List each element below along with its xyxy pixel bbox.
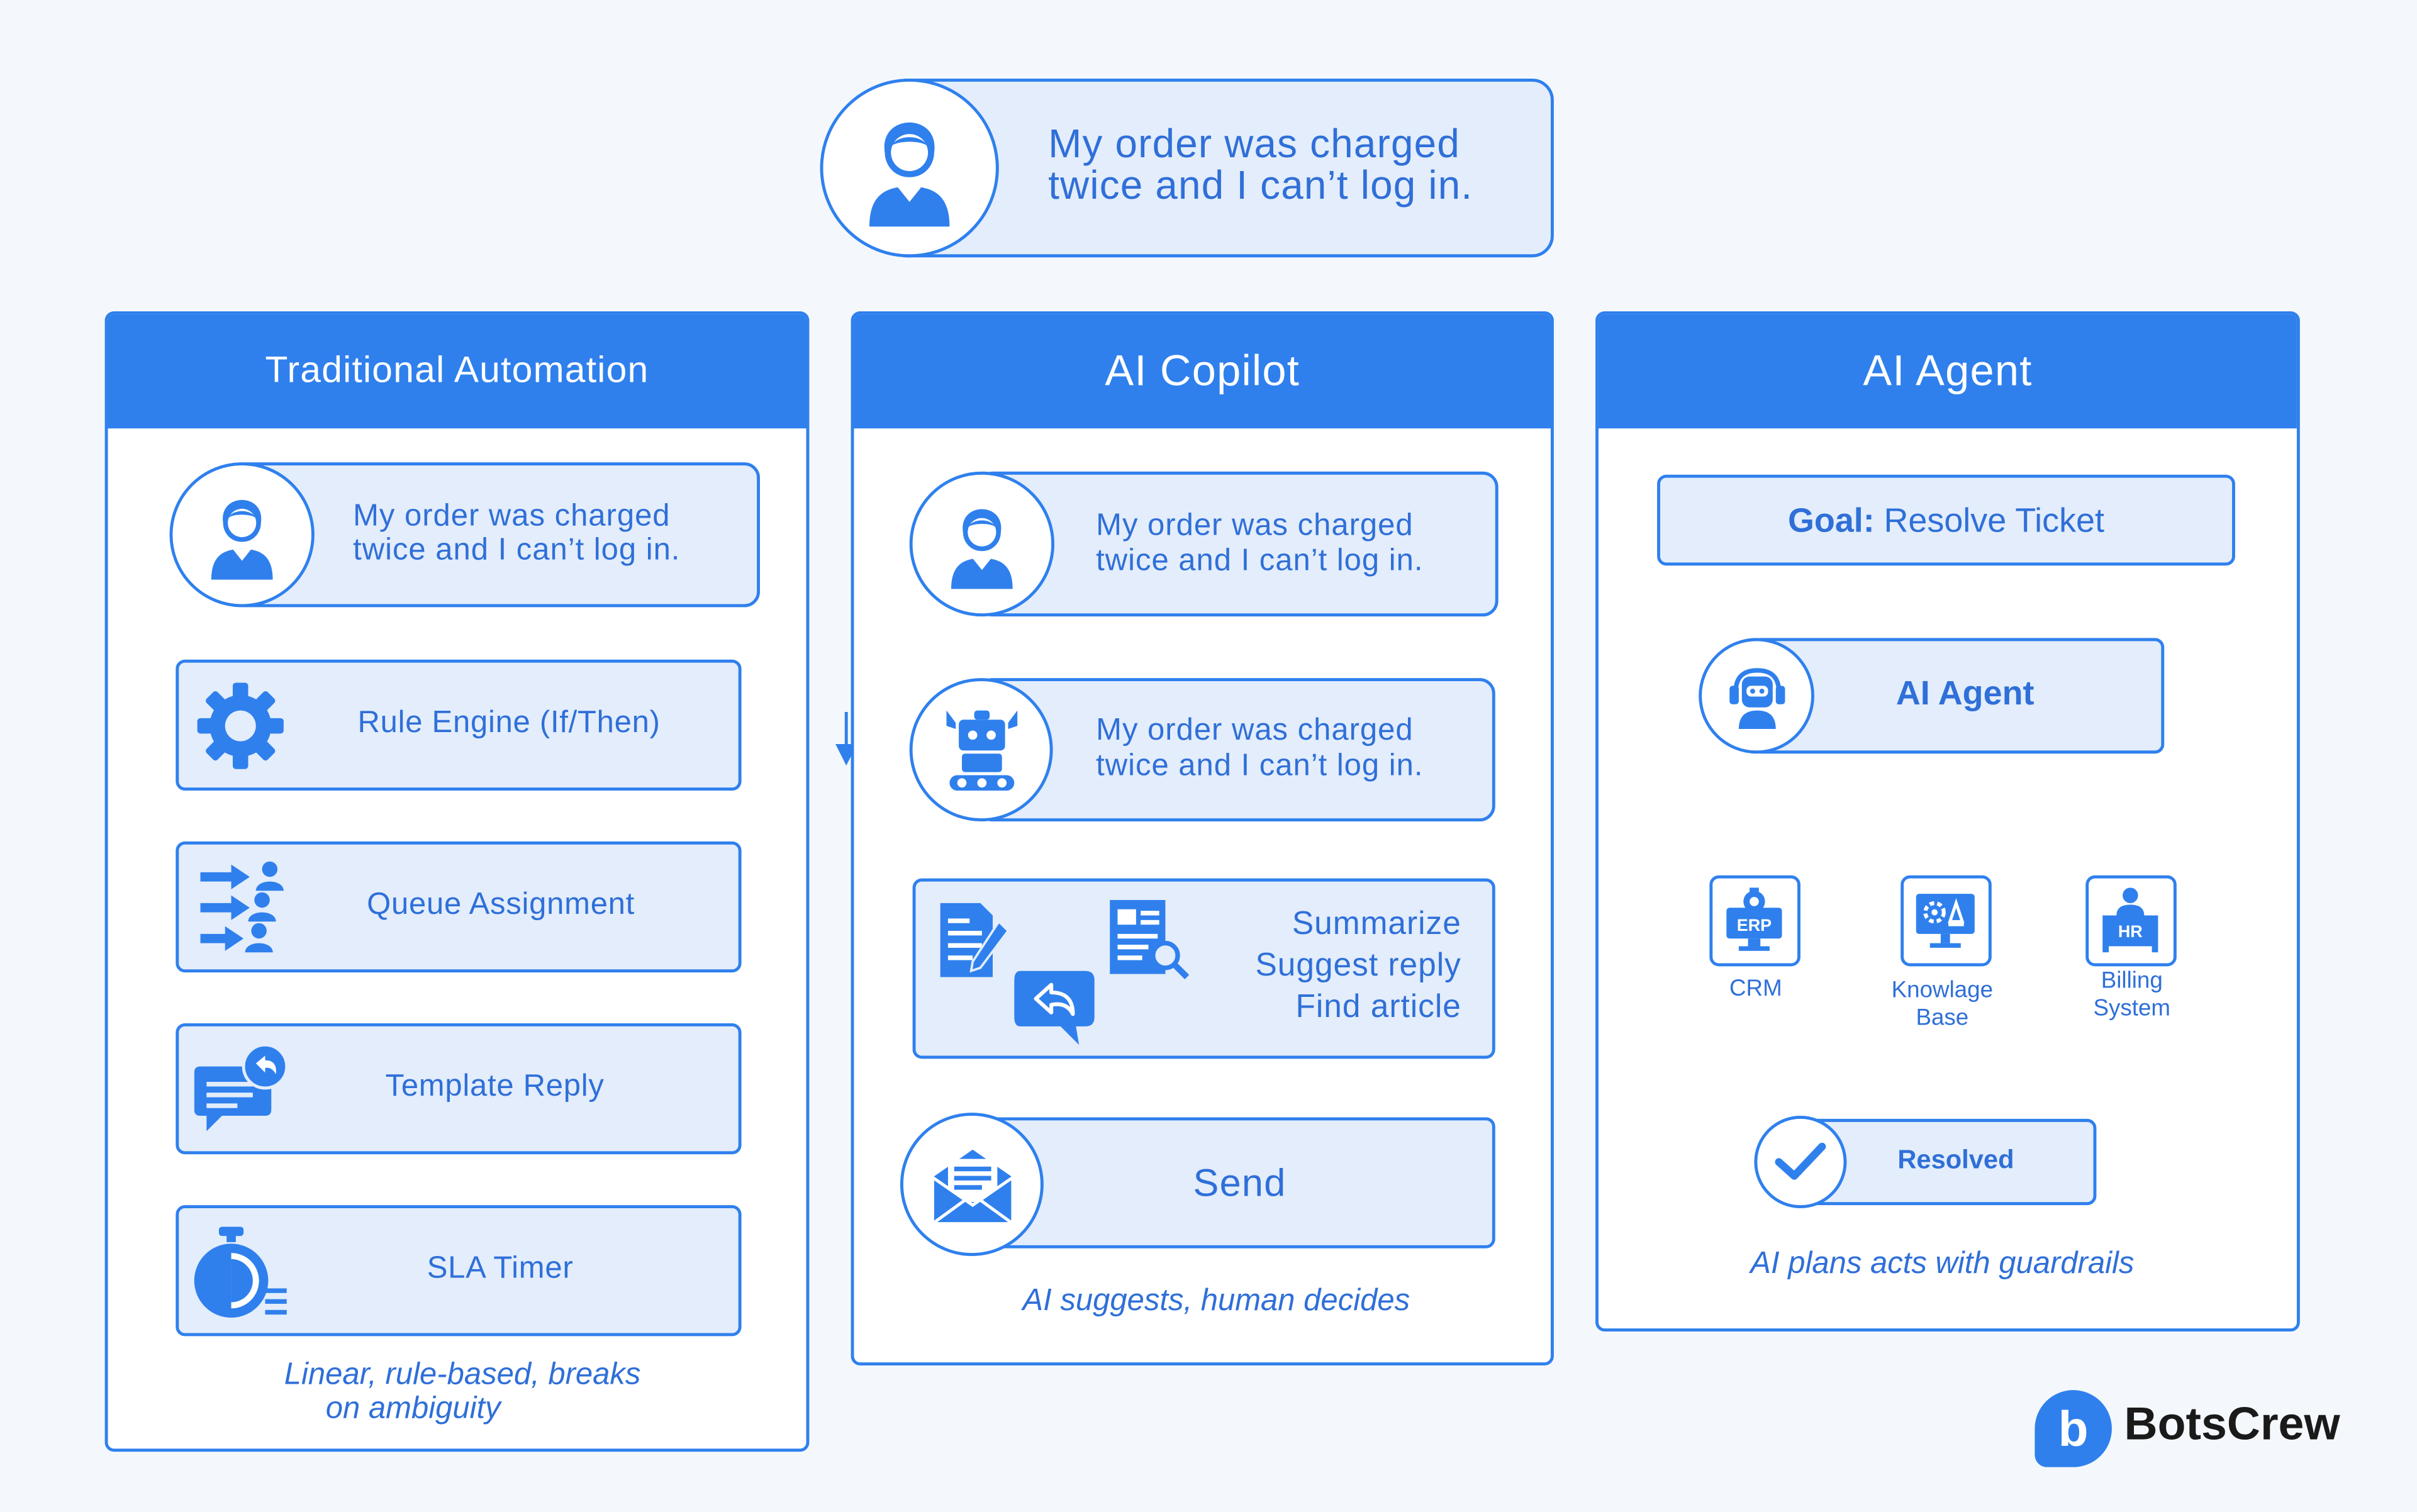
top-query-box <box>885 78 1554 258</box>
agent-node-box <box>1751 638 2165 754</box>
system-billing-label: Billing System <box>2093 967 2171 1022</box>
hr-desk-icon: HR <box>2102 887 2158 953</box>
agent-caption: AI plans acts with guardrails <box>1750 1247 2135 1281</box>
resolved-box <box>1797 1118 2097 1206</box>
person-icon <box>951 509 1013 589</box>
traditional-query-text: My order was charged twice and I can’t l… <box>353 499 681 567</box>
copilot-bot-text: My order was charged twice and I can’t l… <box>1096 713 1424 783</box>
brand-mark: b <box>2035 1390 2112 1467</box>
copilot-query-avatar <box>909 471 1055 617</box>
agent-node-label: AI Agent <box>1895 673 2035 713</box>
erp-text: ERP <box>1737 916 1772 935</box>
stopwatch-icon <box>194 1226 287 1318</box>
traditional-caption: Linear, rule-based, breaks on ambiguity <box>284 1357 641 1426</box>
goal-text: Resolve Ticket <box>1884 500 2105 539</box>
brand-name: BotsCrew <box>2124 1399 2340 1450</box>
assist-find-article: Find article <box>1295 989 1461 1025</box>
step-queue-assignment-label: Queue Assignment <box>367 887 635 922</box>
person-icon <box>211 499 273 580</box>
robot-icon <box>946 709 1017 790</box>
system-crm-label: CRM <box>1729 976 1782 1002</box>
system-kb-label: Knowlage Base <box>1891 977 1994 1031</box>
reply-bubble-icon <box>1014 970 1095 1045</box>
copilot-query-box <box>977 471 1499 617</box>
top-query-avatar <box>820 78 999 258</box>
resolved-label: Resolved <box>1897 1145 2014 1175</box>
step-template-reply-label: Template Reply <box>385 1069 605 1104</box>
document-search-icon <box>1110 899 1190 979</box>
copilot-send-label: Send <box>1193 1162 1287 1206</box>
resolved-check-circle <box>1754 1116 1847 1209</box>
column-copilot-title: AI Copilot <box>1105 347 1300 395</box>
agent-headset-icon <box>1729 667 1785 728</box>
copilot-bot-box <box>977 678 1495 822</box>
copilot-query-text: My order was charged twice and I can’t l… <box>1096 508 1424 578</box>
brand-mark-letter: b <box>2058 1401 2089 1457</box>
traditional-query-box <box>231 462 760 608</box>
brand-logo: b BotsCrew <box>2035 1387 2358 1470</box>
top-query-text: My order was charged twice and I can’t l… <box>1048 120 1473 208</box>
column-traditional-header: Traditional Automation <box>108 314 807 429</box>
step-rule-engine-label: Rule Engine (If/Then) <box>357 706 661 740</box>
column-agent-header: AI Agent <box>1598 314 2297 429</box>
agent-node-avatar <box>1699 638 1815 754</box>
erp-monitor-icon: ERP <box>1726 887 1782 951</box>
copilot-bot-avatar <box>909 678 1053 822</box>
assist-summarize: Summarize <box>1292 906 1461 942</box>
traditional-query-avatar <box>169 462 315 608</box>
checkmark-icon <box>1775 1142 1826 1180</box>
step-sla-timer-label: SLA Timer <box>427 1251 574 1286</box>
document-edit-icon <box>940 903 1010 977</box>
assist-suggest-reply: Suggest reply <box>1255 947 1461 984</box>
queue-arrows-icon <box>200 861 284 953</box>
copilot-send-icon-circle <box>900 1113 1044 1256</box>
copilot-assist-list: Summarize Suggest reply Find article <box>1202 903 1461 1028</box>
copilot-caption: AI suggests, human decides <box>1022 1284 1410 1318</box>
person-icon <box>869 122 950 227</box>
gear-icon <box>197 682 284 769</box>
chat-reply-icon <box>194 1043 289 1131</box>
system-kb-icon-box <box>1901 875 1992 967</box>
column-agent-title: AI Agent <box>1863 347 2033 395</box>
hr-text: HR <box>2118 922 2143 941</box>
agent-goal-box: Goal: Resolve Ticket <box>1657 474 2235 566</box>
envelope-icon <box>930 1148 1014 1225</box>
column-traditional-title: Traditional Automation <box>265 350 649 392</box>
column-copilot-header: AI Copilot <box>854 314 1551 429</box>
copilot-assist-box <box>912 878 1495 1059</box>
goal-prefix: Goal: <box>1787 500 1875 539</box>
settings-monitor-icon <box>1916 894 1975 948</box>
copilot-send-box <box>968 1117 1495 1248</box>
